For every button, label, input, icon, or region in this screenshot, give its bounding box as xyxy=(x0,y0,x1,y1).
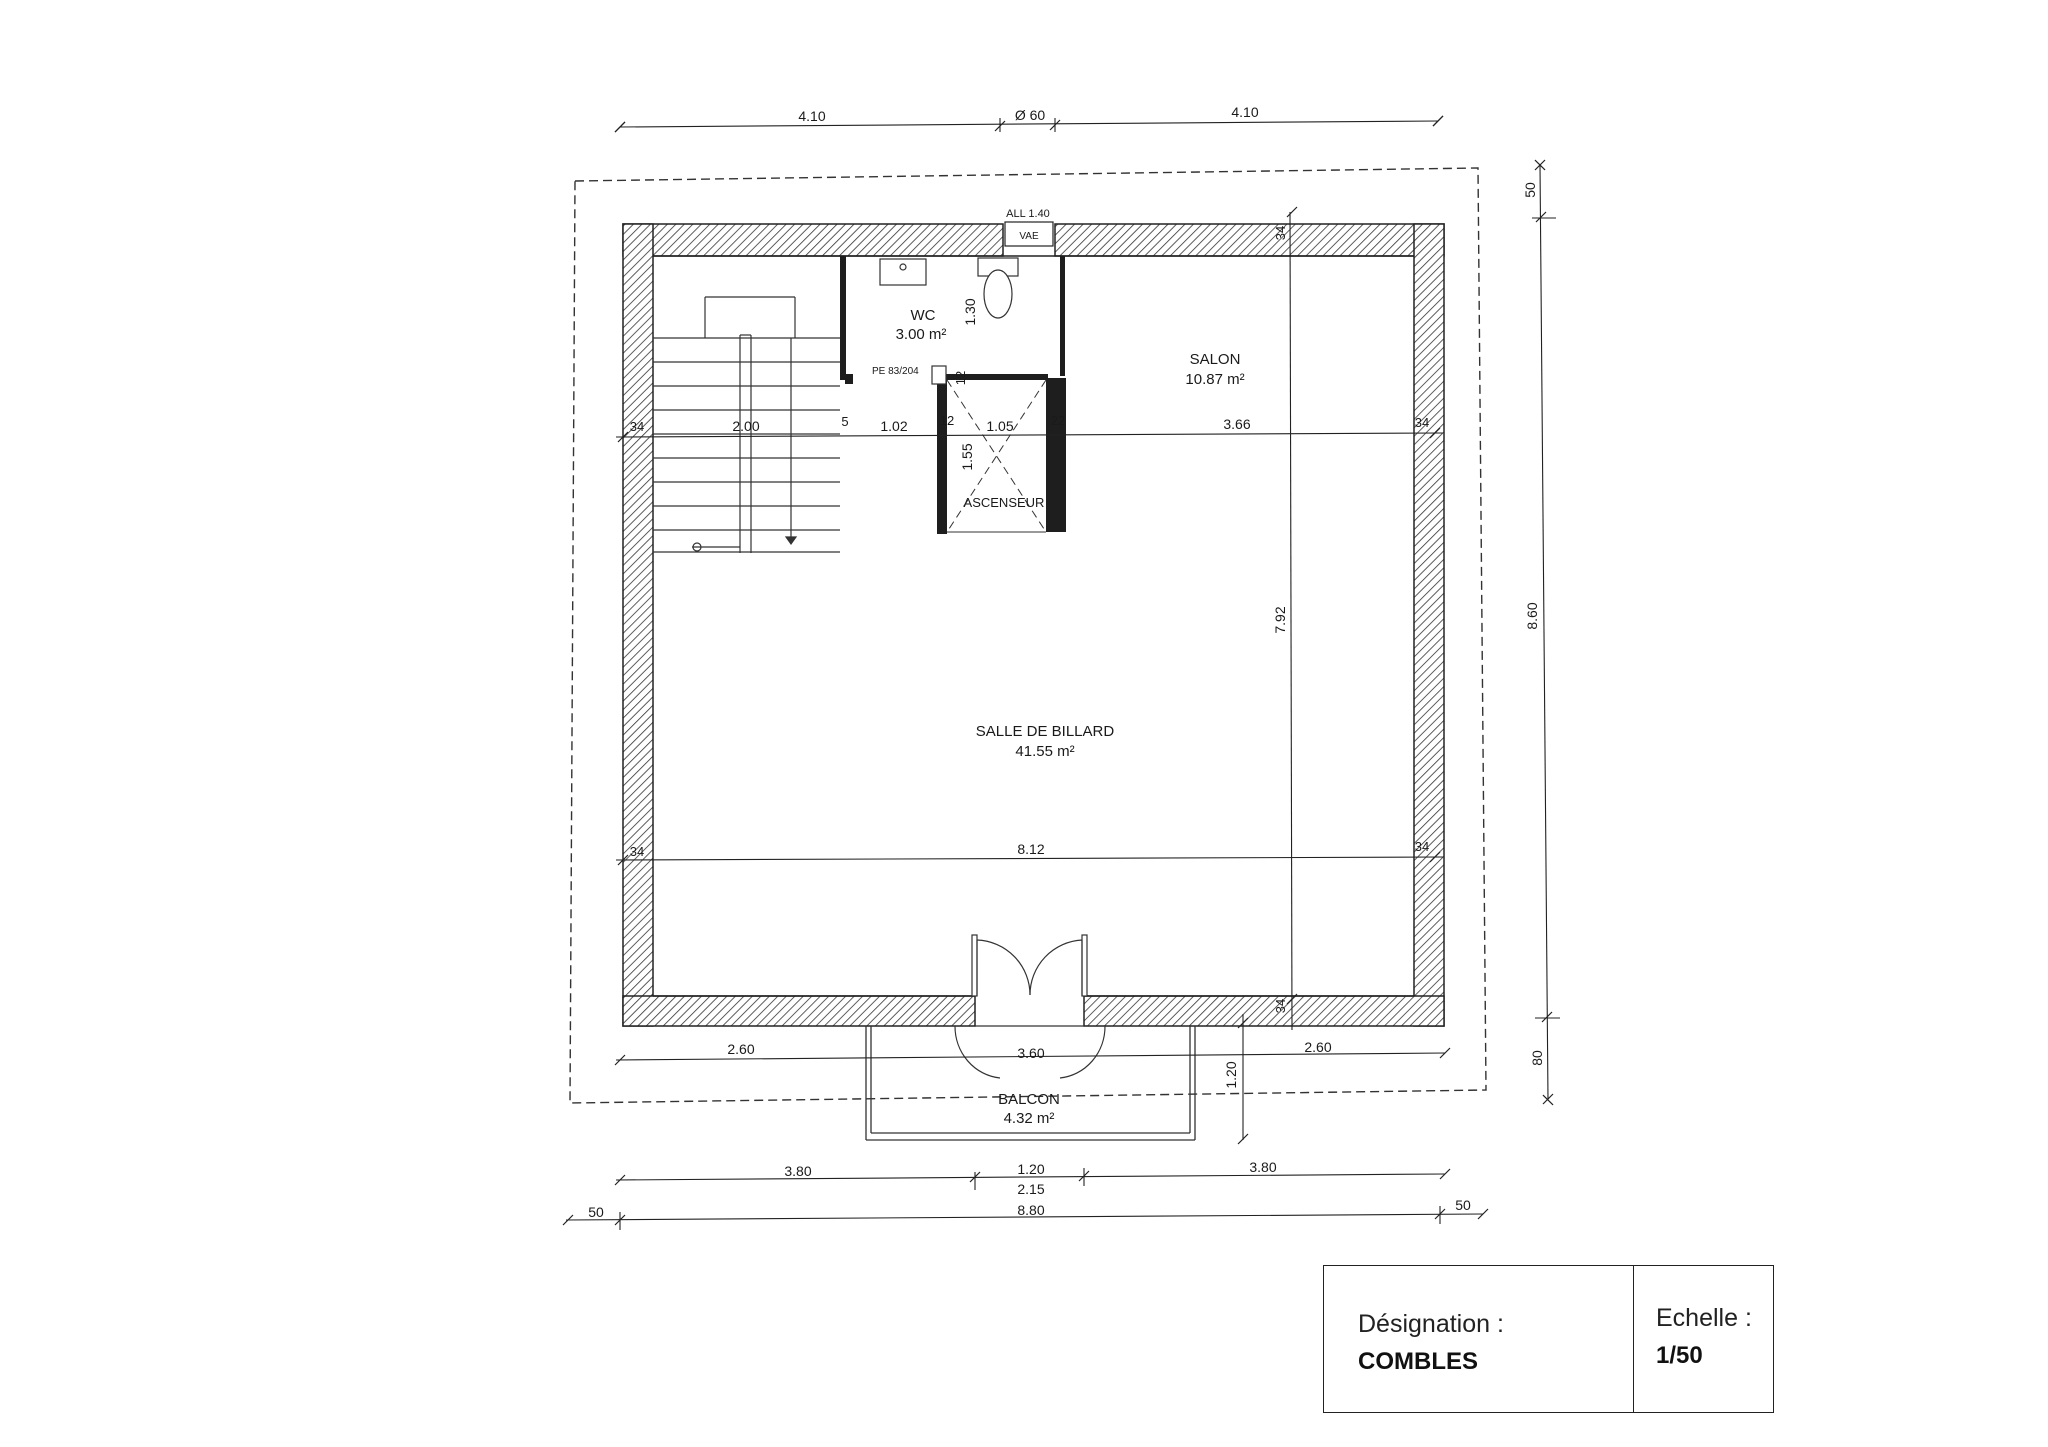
room-salon-area: 10.87 m² xyxy=(1185,371,1244,388)
dim-792: 7.92 xyxy=(1272,606,1288,633)
dim-wall-e: 34 xyxy=(1273,999,1288,1013)
staircase xyxy=(653,296,840,553)
dim-top-center: Ø 60 xyxy=(1015,107,1046,123)
dim-top-wall: 34 xyxy=(1273,226,1288,240)
dim-bottom-center-sub: 2.15 xyxy=(1017,1181,1044,1197)
wc-fixtures xyxy=(879,257,1019,385)
dim-vae: VAE xyxy=(1019,231,1039,242)
dim-wall-a: 34 xyxy=(630,419,644,434)
balcony-doors xyxy=(954,934,1106,1079)
dim-overall-center: 8.80 xyxy=(1017,1202,1044,1218)
room-wc-name: WC xyxy=(911,307,936,324)
dim-812: 8.12 xyxy=(1017,841,1044,857)
dim-right-top: 50 xyxy=(1522,182,1538,198)
title-block: Désignation : COMBLES Echelle : 1/50 xyxy=(1323,1265,1774,1413)
dimension-lines xyxy=(565,115,1560,1230)
dim-366: 3.66 xyxy=(1223,416,1250,432)
exterior-walls xyxy=(622,223,1445,1027)
dim-bottom-left: 3.80 xyxy=(784,1163,811,1179)
dim-130: 1.30 xyxy=(962,298,978,325)
dim-overall-right: 50 xyxy=(1455,1197,1471,1213)
dim-right-main: 8.60 xyxy=(1524,602,1540,629)
room-balcon-name: BALCON xyxy=(998,1091,1060,1108)
dim-105: 1.05 xyxy=(986,418,1013,434)
room-billard-name: SALLE DE BILLARD xyxy=(976,723,1115,740)
dim-bottom-right: 3.80 xyxy=(1249,1159,1276,1175)
dim-22: 22 xyxy=(1051,413,1065,428)
dim-12b: 12 xyxy=(953,371,968,385)
roof-outline xyxy=(569,167,1487,1104)
dim-12a: 12 xyxy=(940,413,954,428)
room-labels: WC 3.00 m² SALON 10.87 m² ASCENSEUR SALL… xyxy=(896,307,1245,1127)
dim-260-left: 2.60 xyxy=(727,1041,754,1057)
designation-value: COMBLES xyxy=(1358,1348,1478,1375)
interior-walls xyxy=(840,256,1066,534)
dim-all: ALL 1.40 xyxy=(1006,208,1050,220)
room-balcon-area: 4.32 m² xyxy=(1004,1110,1055,1127)
dim-top-left: 4.10 xyxy=(798,108,825,124)
dim-120-vertical: 1.20 xyxy=(1223,1061,1239,1088)
dim-overall-left: 50 xyxy=(588,1204,604,1220)
dim-top-right: 4.10 xyxy=(1231,104,1258,120)
lift-shaft xyxy=(946,379,1047,533)
dim-right-bottom: 80 xyxy=(1529,1050,1545,1066)
dim-bottom-center: 1.20 xyxy=(1017,1161,1044,1177)
dimension-texts: 4.10 Ø 60 4.10 50 8.60 80 ALL 1.40 VAE 3… xyxy=(588,104,1545,1220)
door-pe-label: PE 83/204 xyxy=(872,366,919,377)
dim-155: 1.55 xyxy=(959,443,975,470)
dim-small-5: 5 xyxy=(841,414,848,429)
dim-stair-width: 2.00 xyxy=(732,418,759,434)
dim-wall-d: 34 xyxy=(1415,839,1429,854)
dim-wall-c: 34 xyxy=(630,844,644,859)
dim-360: 3.60 xyxy=(1017,1045,1044,1061)
room-ascenseur-name: ASCENSEUR xyxy=(964,495,1045,510)
designation-label: Désignation : xyxy=(1358,1310,1504,1338)
scale-value: 1/50 xyxy=(1656,1342,1703,1369)
balcony xyxy=(865,1026,1196,1141)
dim-260-right: 2.60 xyxy=(1304,1039,1331,1055)
room-wc-area: 3.00 m² xyxy=(896,326,947,343)
scale-cell: Echelle : 1/50 xyxy=(1634,1266,1773,1412)
dimension-ticks xyxy=(562,115,1554,1226)
room-billard-area: 41.55 m² xyxy=(1015,743,1074,760)
designation-cell: Désignation : COMBLES xyxy=(1324,1266,1634,1412)
scale-label: Echelle : xyxy=(1656,1304,1752,1332)
vae-box xyxy=(1004,221,1054,247)
dim-wall-b: 34 xyxy=(1415,415,1429,430)
dim-102: 1.02 xyxy=(880,418,907,434)
room-salon-name: SALON xyxy=(1190,351,1241,368)
